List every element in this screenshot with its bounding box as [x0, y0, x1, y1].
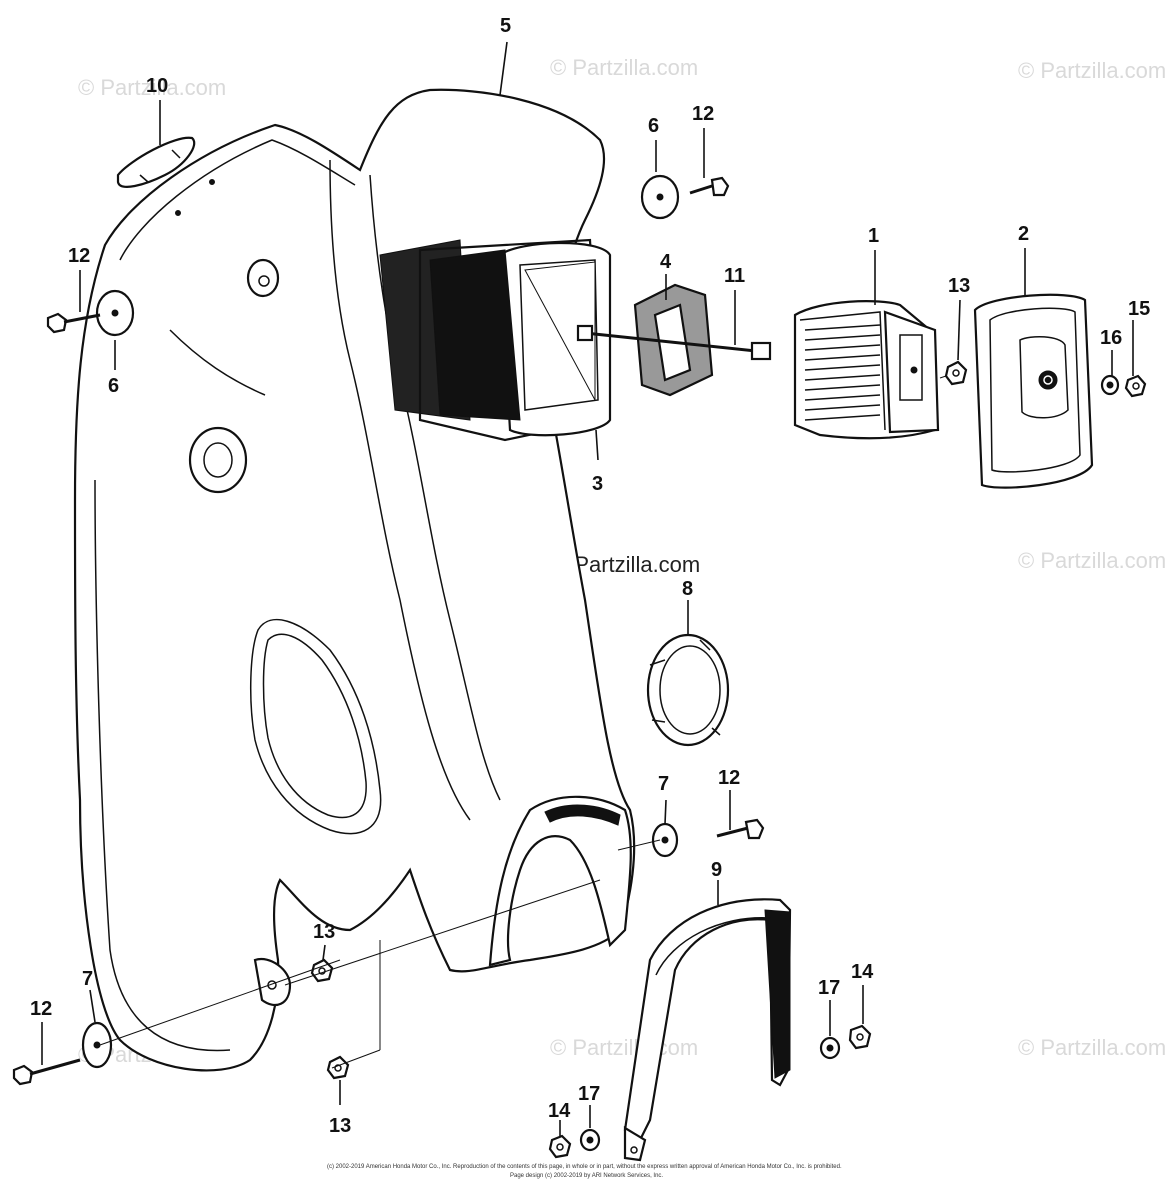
copyright-footer: (c) 2002-2019 American Honda Motor Co., …: [327, 1164, 842, 1179]
callout-13: 13: [948, 275, 970, 297]
washer-part: [819, 1036, 841, 1060]
callout-7: 7: [82, 968, 93, 990]
callout-13: 13: [329, 1115, 351, 1137]
clip-part: [116, 136, 196, 188]
callout-14: 14: [548, 1100, 571, 1122]
watermark: © Partzilla.com: [78, 75, 226, 100]
callout-12: 12: [68, 245, 90, 267]
nut-part: [848, 1024, 872, 1050]
leader-lines: [41, 41, 1134, 1136]
support-band-part: [623, 898, 792, 1162]
air-cleaner-case-part: [379, 238, 612, 442]
bolt-part: [689, 176, 730, 197]
callout-9: 9: [711, 859, 722, 881]
callout-3: 3: [592, 473, 603, 495]
callout-8: 8: [682, 578, 693, 600]
nut-part: [944, 360, 968, 386]
washer-part: [81, 1021, 113, 1069]
callout-2: 2: [1018, 223, 1029, 245]
callout-12: 12: [692, 103, 714, 125]
washer-part: [1100, 374, 1120, 396]
callout-16: 16: [1100, 327, 1122, 349]
nut-part: [310, 958, 334, 983]
callout-17: 17: [578, 1083, 600, 1105]
watermark: © Partzilla.com: [1018, 58, 1166, 83]
bolt-part: [716, 818, 765, 840]
washer-part: [579, 1128, 601, 1152]
callout-17: 17: [818, 977, 840, 999]
callout-7: 7: [658, 773, 669, 795]
nut-part: [548, 1134, 572, 1159]
air-cleaner-cover-part: [973, 293, 1094, 489]
watermark: © Partzilla.com: [1018, 1035, 1166, 1060]
bolt-part: [12, 1058, 81, 1086]
callout-13: 13: [313, 921, 335, 943]
leg-shield-part: [73, 88, 636, 1072]
washer-part: [651, 822, 679, 858]
watermark: © Partzilla.com: [550, 1035, 698, 1060]
callout-15: 15: [1128, 298, 1150, 320]
callout-5: 5: [500, 15, 511, 37]
callout-numbers: 5 10 6 12 12 6 1 2 4 11 13 15 16 3 8 7 1…: [30, 15, 1150, 1137]
callout-14: 14: [851, 961, 874, 983]
cap-nut-part: [1124, 374, 1147, 398]
callout-6: 6: [108, 375, 119, 397]
nut-part: [326, 1055, 350, 1080]
air-filter-element-part: [793, 300, 940, 440]
washer-part: [640, 174, 680, 220]
callout-12: 12: [718, 767, 740, 789]
callout-12: 12: [30, 998, 52, 1020]
copyright-line-2: Page design (c) 2002-2019 by ARI Network…: [510, 1173, 663, 1179]
copyright-line-1: (c) 2002-2019 American Honda Motor Co., …: [327, 1164, 842, 1170]
washer-part: [95, 289, 135, 337]
callout-1: 1: [868, 225, 879, 247]
watermark: © Partzilla.com: [550, 55, 698, 80]
stud-bolt-part: [576, 324, 772, 361]
grommet-ring-part: [646, 633, 730, 747]
bolt-part: [46, 312, 101, 334]
callout-10: 10: [146, 75, 168, 97]
callout-4: 4: [660, 251, 672, 273]
callout-11: 11: [724, 265, 745, 287]
watermark: © Partzilla.com: [1018, 548, 1166, 573]
callout-6: 6: [648, 115, 659, 137]
